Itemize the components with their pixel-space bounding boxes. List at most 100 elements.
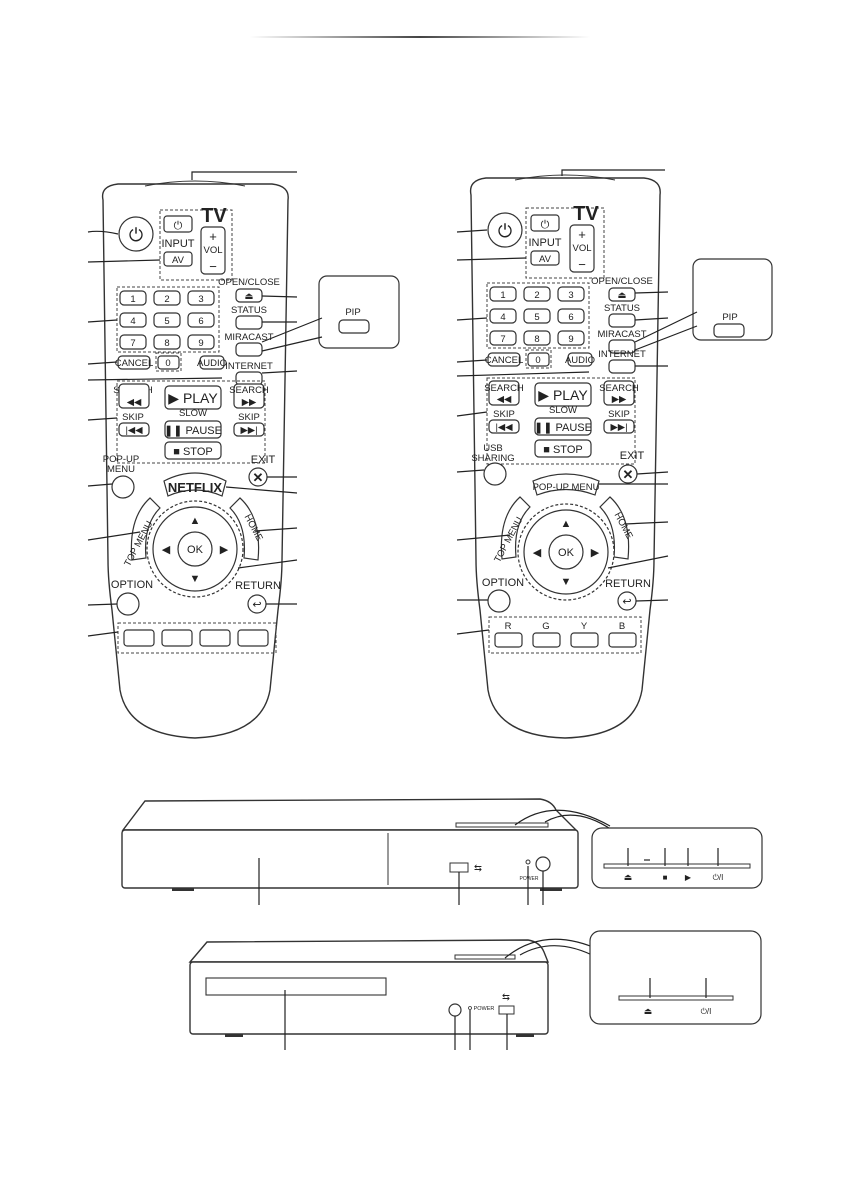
skip-back-icon: |◀◀	[125, 425, 143, 436]
pause-button-right[interactable]	[534, 417, 592, 436]
tv-power-button-left[interactable]	[163, 215, 193, 233]
av-label: AV	[539, 254, 552, 265]
skip-back-button-left[interactable]	[118, 422, 150, 437]
top-menu-button-left[interactable]	[130, 497, 161, 561]
home-button-right[interactable]	[599, 496, 630, 560]
stop-button-right[interactable]	[534, 439, 592, 458]
panel-callout-1	[591, 827, 763, 889]
stop-button-left[interactable]	[164, 441, 222, 460]
search-forward-button-left[interactable]	[233, 383, 265, 409]
skip-back-button-right[interactable]	[488, 419, 520, 434]
internet-button-right[interactable]	[608, 359, 636, 374]
left-arrow-icon: ◀	[162, 544, 171, 556]
search-back-button-right[interactable]	[488, 380, 520, 406]
fast-forward-icon: ▶▶	[242, 397, 257, 408]
digit-3-button-right[interactable]	[557, 286, 585, 302]
slow-label: SLOW	[549, 405, 577, 416]
digit-9-label: 9	[568, 334, 573, 345]
pause-button-left[interactable]	[164, 420, 222, 439]
digit-7-button-left[interactable]	[119, 334, 147, 350]
left-arrow-icon: ◀	[533, 547, 542, 559]
digit-1-button-left[interactable]	[119, 290, 147, 306]
digit-9-label: 9	[198, 338, 203, 349]
digit-0-button-right[interactable]	[527, 352, 550, 367]
color-key-3-left[interactable]	[199, 629, 231, 647]
color-key-3-right[interactable]	[570, 632, 599, 648]
ok-button-right[interactable]	[548, 534, 584, 570]
down-arrow-icon: ▼	[190, 573, 201, 585]
miracast-button-right[interactable]	[608, 339, 636, 354]
netflix-button-left[interactable]	[163, 472, 227, 497]
audio-button-right[interactable]	[567, 352, 593, 367]
power-button-left[interactable]	[118, 216, 154, 252]
cancel-button-right[interactable]	[487, 352, 521, 367]
open-close-button-right[interactable]	[608, 287, 636, 302]
popup-label-1: POP-UP	[103, 454, 139, 465]
vol-minus: −	[578, 257, 586, 272]
skip-forward-button-right[interactable]	[603, 419, 635, 434]
pip-button-left[interactable]	[338, 319, 370, 334]
search-forward-label: SEARCH	[229, 385, 269, 396]
tv-label: TV	[573, 203, 599, 225]
disc-tray	[205, 977, 387, 996]
play-button-right[interactable]	[534, 382, 592, 407]
tv-volume-button-left[interactable]	[200, 226, 226, 275]
digit-9-button-right[interactable]	[557, 330, 585, 346]
internet-button-left[interactable]	[235, 371, 263, 386]
skip-forward-icon: ▶▶|	[610, 422, 627, 433]
audio-button-left[interactable]	[199, 355, 225, 370]
tv-power-button-right[interactable]	[530, 214, 560, 232]
color-key-4-right[interactable]	[608, 632, 637, 648]
status-button-left[interactable]	[235, 315, 263, 330]
digit-8-label: 8	[164, 338, 169, 349]
digit-2-button-left[interactable]	[153, 290, 181, 306]
digit-5-button-left[interactable]	[153, 312, 181, 328]
search-back-button-left[interactable]	[118, 383, 150, 409]
digit-6-button-right[interactable]	[557, 308, 585, 324]
ok-label: OK	[187, 544, 204, 556]
tv-label: TV	[201, 205, 227, 227]
search-forward-button-right[interactable]	[603, 380, 635, 406]
tv-volume-button-right[interactable]	[569, 224, 595, 273]
color-key-4-left[interactable]	[237, 629, 269, 647]
digit-1-button-right[interactable]	[489, 286, 517, 302]
digit-4-button-right[interactable]	[489, 308, 517, 324]
input-av-button-left[interactable]	[163, 251, 193, 267]
color-key-1-right[interactable]	[494, 632, 523, 648]
skip-forward-button-left[interactable]	[233, 422, 265, 437]
top-menu-button-right[interactable]	[500, 496, 531, 560]
digit-8-button-left[interactable]	[153, 334, 181, 350]
play-button-left[interactable]	[164, 385, 222, 410]
color-key-label-3: B	[619, 621, 625, 632]
popup-menu-button-right[interactable]	[532, 473, 600, 496]
color-key-2-left[interactable]	[161, 629, 193, 647]
open-close-button-left[interactable]	[235, 288, 263, 303]
digit-4-button-left[interactable]	[119, 312, 147, 328]
digit-5-button-right[interactable]	[523, 308, 551, 324]
pip-button-right[interactable]	[713, 323, 745, 338]
popup-menu-button-left[interactable]	[111, 475, 135, 499]
skip-forward-icon: ▶▶|	[240, 425, 257, 436]
digit-3-button-left[interactable]	[187, 290, 215, 306]
status-button-right[interactable]	[608, 313, 636, 328]
option-button-left[interactable]	[116, 592, 140, 616]
cancel-button-left[interactable]	[117, 355, 151, 370]
usb-sharing-button-right[interactable]	[483, 462, 507, 486]
digit-8-button-right[interactable]	[523, 330, 551, 346]
color-key-2-right[interactable]	[532, 632, 561, 648]
color-key-1-left[interactable]	[123, 629, 155, 647]
digit-2-button-right[interactable]	[523, 286, 551, 302]
home-button-left[interactable]	[229, 497, 260, 561]
power-button-right[interactable]	[487, 212, 523, 248]
digit-6-button-left[interactable]	[187, 312, 215, 328]
ok-button-left[interactable]	[177, 531, 213, 567]
open-close-label: OPEN/CLOSE	[591, 276, 653, 287]
option-button-right[interactable]	[487, 589, 511, 613]
miracast-button-left[interactable]	[235, 342, 263, 357]
digit-0-button-left[interactable]	[157, 355, 180, 370]
digit-7-button-right[interactable]	[489, 330, 517, 346]
input-av-button-right[interactable]	[530, 250, 560, 266]
digit-9-button-left[interactable]	[187, 334, 215, 350]
digit-3-label: 3	[568, 290, 573, 301]
